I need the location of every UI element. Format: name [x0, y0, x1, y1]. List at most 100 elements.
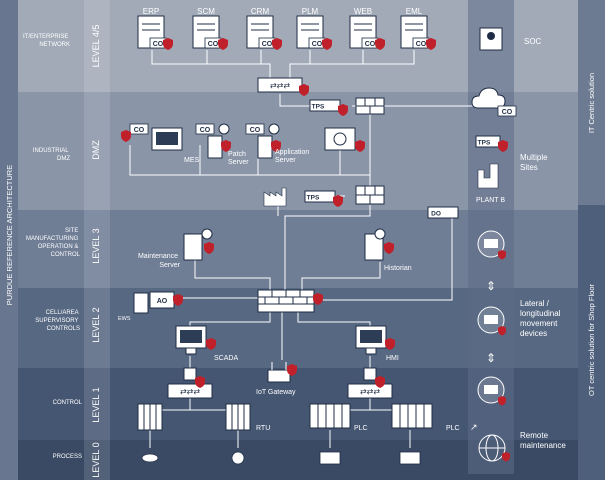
dmz-factory [263, 187, 287, 207]
label-soc: SOC [524, 37, 542, 46]
enterprise-servers: ERP CO SCM CO CRM CO PLM [137, 7, 436, 50]
level1-switch-right: ⇄⇄⇄ [347, 367, 393, 399]
tps-top: TPS [309, 99, 348, 116]
do-badge: DO [431, 211, 441, 218]
level-id-0: LEVEL 0 [91, 442, 101, 477]
shield-icon [206, 338, 216, 350]
server-app: CO Application Server [245, 123, 309, 164]
historian-server: Historian [364, 228, 412, 272]
server-plm: PLM CO [296, 7, 332, 50]
process-devices [141, 451, 421, 465]
vertical-title-left: PURDUE REFERENCE ARCHITECTURE [5, 165, 14, 305]
lateral-device-3 [477, 376, 506, 406]
shield-icon [218, 38, 228, 50]
cloud-icon [471, 87, 506, 109]
level-label-column [84, 0, 110, 480]
right-icon-column [468, 0, 514, 474]
label-iot-gateway: IoT Gateway [256, 389, 296, 396]
zone-label-level45: IT/ENTERPRISE NETWORK [23, 34, 70, 48]
do-device: DO [427, 206, 459, 219]
server-erp: ERP CO [137, 7, 173, 50]
historian-icon [374, 228, 386, 240]
level-id-3: LEVEL 3 [91, 228, 101, 263]
shield-icon [221, 140, 231, 152]
label-historian: Historian [384, 265, 412, 272]
remote-maintenance: ↗ Remote maintenance [470, 422, 566, 462]
shield-icon [272, 38, 282, 50]
expand-arrow-icon: ↗ [470, 422, 478, 432]
shield-icon [385, 338, 395, 350]
zone-label-level0: PROCESS [53, 454, 82, 460]
factory-icon [263, 187, 287, 207]
shield-icon [498, 396, 506, 406]
enterprise-switch: ⇄⇄⇄ [257, 77, 309, 96]
vertical-title-it-centric: IT Centric solution [587, 73, 596, 133]
dmz-servers: CO MES CO Patch Server CO Application [121, 123, 365, 166]
shield-icon [375, 376, 385, 388]
gear-icon [201, 228, 213, 240]
right-strip-top [578, 0, 605, 205]
updown-arrow-icon: ⇕ [486, 351, 496, 365]
shield-icon [163, 38, 173, 50]
level-id-1: LEVEL 1 [91, 387, 101, 422]
shield-icon [287, 364, 297, 376]
person-icon [487, 32, 495, 40]
shield-icon [502, 452, 510, 462]
co-badge-web: CO [365, 41, 376, 48]
switch-arrows-icon: ⇄⇄⇄ [270, 81, 290, 90]
tps-dmz: TPS [304, 190, 343, 207]
server-mes: CO MES [121, 123, 200, 164]
label-lateral-movement: Lateral / longitudinal movement devices [520, 299, 563, 338]
rtu-left [137, 403, 163, 431]
iot-gateway: IoT Gateway [256, 362, 297, 396]
plc-right: PLC [391, 403, 460, 432]
zone-label-level3: SITE MANUFACTURING OPERATION & CONTROL [26, 228, 81, 258]
maintenance-server: Maintenance Server [138, 228, 214, 269]
firewall-top [355, 97, 385, 115]
label-maintenance: Maintenance Server [138, 253, 181, 269]
left-strip [0, 0, 18, 480]
label-patch: Patch Server [228, 151, 249, 166]
server-crm: CRM CO [246, 7, 282, 50]
label-scm: SCM [197, 7, 215, 16]
app-icon [268, 123, 280, 135]
co-badge-plm: CO [312, 41, 323, 48]
connection-lines [129, 50, 480, 448]
level-id-2: LEVEL 2 [91, 307, 101, 342]
co-badge-mes: CO [134, 127, 145, 134]
co-badge-app: CO [250, 127, 261, 134]
shield-icon [271, 140, 281, 152]
plant-b: PLANT B [476, 163, 505, 204]
label-plant-b: PLANT B [476, 197, 505, 204]
zone-label-level1: CONTROL [53, 400, 83, 406]
building-icon [477, 163, 499, 189]
lateral-device-2 [477, 306, 506, 336]
zone-label-dmz: INDUSTRIAL DMZ [33, 148, 70, 162]
label-plc-left: PLC [354, 425, 368, 432]
label-scada: SCADA [214, 355, 238, 362]
valve-icon [141, 453, 159, 463]
hmi-station: HMI [355, 325, 399, 362]
shield-icon [355, 140, 365, 152]
server-scm: SCM CO [192, 7, 228, 50]
label-remote-maintenance: Remote maintenance [520, 431, 566, 450]
shield-icon [384, 242, 394, 254]
tps-badge: TPS [307, 195, 320, 202]
shield-icon [322, 38, 332, 50]
firewall-dmz [355, 185, 385, 205]
server-web: WEB CO [349, 7, 385, 50]
switch-arrows-icon: ⇄⇄⇄ [360, 387, 380, 396]
rtu-right: RTU [225, 403, 270, 432]
label-erp: ERP [143, 7, 159, 16]
dmz-monitor [324, 127, 365, 152]
label-eml: EML [406, 7, 423, 16]
co-badge-scm: CO [208, 41, 219, 48]
shield-icon [333, 195, 343, 207]
label-rtu: RTU [256, 425, 270, 432]
plc-left: PLC [309, 403, 368, 432]
vertical-title-ot-centric: OT centric solution for Shop Floor [587, 284, 596, 396]
pump-icon [231, 451, 245, 465]
ao-badge: AO [157, 298, 168, 305]
shield-icon [121, 130, 131, 142]
